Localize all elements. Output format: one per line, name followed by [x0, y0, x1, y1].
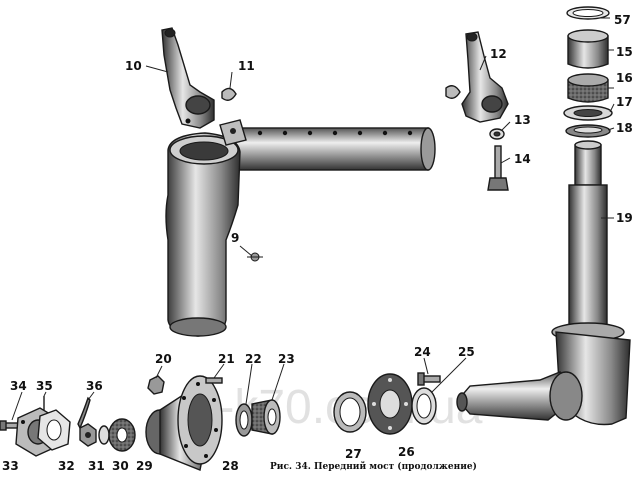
label-24: 24	[414, 345, 431, 359]
part-30-washer	[98, 425, 110, 445]
label-14: 14	[514, 152, 531, 166]
part-15-bushing	[567, 29, 609, 69]
label-9: 9	[231, 231, 239, 245]
label-19: 19	[616, 211, 633, 225]
part-26-disc	[367, 373, 413, 435]
label-16: 16	[616, 71, 633, 85]
part-28-wheel-hub	[145, 375, 223, 471]
label-17: 17	[616, 95, 633, 109]
label-36: 36	[86, 379, 103, 393]
part-labels: 9 10 11 12 13 14 57 15 16 17 18 19 20 21…	[2, 13, 633, 473]
part-32-gasket	[37, 409, 71, 451]
part-19-kingpin-knuckle	[456, 140, 631, 426]
label-13: 13	[514, 113, 531, 127]
label-18: 18	[616, 121, 633, 135]
part-31-nut	[79, 423, 97, 447]
label-25: 25	[458, 345, 475, 359]
leader-lines	[11, 17, 615, 421]
part-25-ring	[411, 387, 437, 425]
label-12: 12	[490, 47, 507, 61]
part-13-washer	[489, 128, 505, 140]
part-23-bearing	[251, 399, 281, 435]
label-28: 28	[222, 459, 239, 473]
label-34: 34	[10, 379, 27, 393]
part-57-ring	[566, 6, 610, 20]
part-11-key	[221, 87, 237, 101]
part-29-bearing	[108, 418, 136, 452]
label-29: 29	[136, 459, 153, 473]
label-35: 35	[36, 379, 53, 393]
part-9-axle-housing	[165, 119, 436, 337]
part-36-cotter-pin	[77, 396, 91, 430]
figure-caption: Рис. 34. Передний мост (продолжение)	[270, 461, 477, 472]
part-21-bolt	[205, 377, 223, 384]
label-31: 31	[88, 459, 105, 473]
part-16-bearing	[567, 73, 609, 103]
part-14-bolt	[487, 145, 509, 191]
part-17-ring	[563, 105, 613, 121]
label-57: 57	[614, 13, 631, 27]
label-10: 10	[125, 59, 142, 73]
part-22-seal	[235, 403, 253, 437]
label-23: 23	[278, 352, 295, 366]
label-11: 11	[238, 59, 255, 73]
part-20-stud	[147, 375, 165, 395]
part-27-ring	[333, 391, 367, 433]
label-32: 32	[58, 459, 75, 473]
part-10-steering-arm	[161, 27, 215, 129]
label-20: 20	[155, 352, 172, 366]
label-21: 21	[218, 352, 235, 366]
label-33: 33	[2, 459, 19, 473]
part-12-steering-arm	[445, 31, 509, 123]
label-15: 15	[616, 45, 633, 59]
part-18-ring	[565, 124, 611, 138]
label-30: 30	[112, 459, 129, 473]
label-22: 22	[245, 352, 262, 366]
part-24-bolt	[417, 372, 441, 386]
label-27: 27	[345, 447, 362, 461]
label-26: 26	[398, 445, 415, 459]
